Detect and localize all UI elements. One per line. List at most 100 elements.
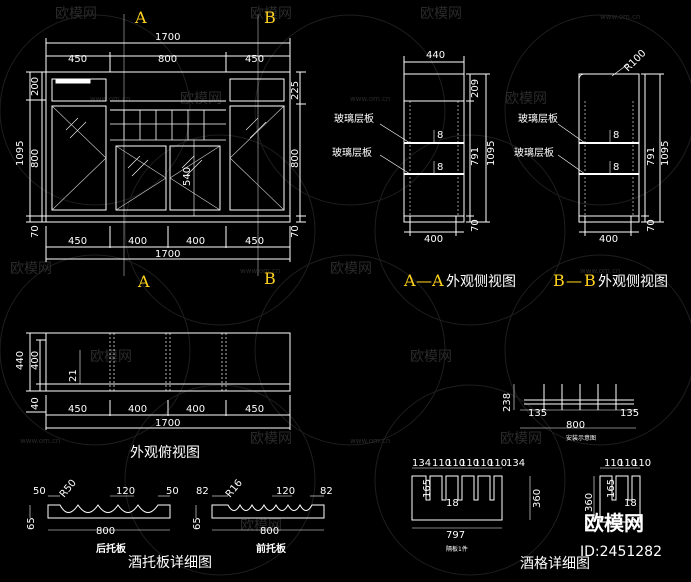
watermark-text: 欧模网 xyxy=(250,431,292,447)
dim-rack-800: 800 xyxy=(566,420,585,431)
shelf-dim-a2: 8 xyxy=(437,162,443,173)
dim-rear-50b: 50 xyxy=(166,486,179,497)
dim-right-top: 225 xyxy=(290,81,301,100)
section-b-top: B xyxy=(264,8,276,27)
dim-rack-238: 238 xyxy=(502,393,513,412)
section-b-bottom: B xyxy=(264,269,276,288)
caption-plan: 外观俯视图 xyxy=(130,445,200,461)
dim-front-120: 120 xyxy=(276,486,295,497)
section-a-bottom: A xyxy=(137,272,150,291)
dim-grid-side-165: 165 xyxy=(606,479,617,498)
watermark-url: www.om.cn xyxy=(350,437,390,445)
caption-tray: 酒托板详细图 xyxy=(128,555,212,571)
caption-a-letter2: A xyxy=(431,271,444,290)
dim-grid-top-2: 110 xyxy=(446,458,465,469)
dim-rear-120: 120 xyxy=(116,486,135,497)
dim-grid-side-1: 110 xyxy=(618,458,637,469)
shelf-dim-b1: 8 xyxy=(613,130,619,141)
dim-grid-top-6: 134 xyxy=(506,458,525,469)
dim-plan-w1: 450 xyxy=(68,404,87,415)
caption-a-dash: — xyxy=(416,271,432,290)
watermark-url: www.om.cn xyxy=(580,267,620,275)
dim-side-b-hmid: 791 xyxy=(646,147,657,166)
plan-view xyxy=(26,332,291,430)
watermark-url: www.om.cn xyxy=(600,13,640,21)
dim-grid-side-18: 18 xyxy=(624,498,637,509)
dim-side-b-radius: R100 xyxy=(622,48,648,74)
side-view-b xyxy=(557,63,664,236)
shelf-label-a2: 玻璃层板 xyxy=(332,146,372,159)
shelf-dim-b2: 8 xyxy=(613,162,619,173)
dim-rear-radius: R50 xyxy=(58,478,79,500)
watermark-layer xyxy=(0,14,691,576)
dim-rear-800: 800 xyxy=(96,526,115,537)
dim-left-top: 200 xyxy=(30,77,41,96)
dim-left-mid: 800 xyxy=(30,149,41,168)
dim-front-800: 800 xyxy=(260,526,279,537)
watermark-text: 欧模网 xyxy=(410,349,452,365)
note-rack: 安装示意图 xyxy=(566,434,596,442)
dim-side-a-htotal: 1095 xyxy=(486,141,497,166)
caption-b-letter2: B xyxy=(584,271,596,290)
label-rear-tray: 后托板 xyxy=(96,542,127,555)
brand-overlay: 欧模网 ID:2451282 xyxy=(580,511,662,560)
caption-a-letter1: A xyxy=(403,271,416,290)
watermark-text: 欧模网 xyxy=(505,91,547,107)
dim-grid-165: 165 xyxy=(422,479,433,498)
dim-bot-w4: 450 xyxy=(245,236,264,247)
shelf-label-a1: 玻璃层板 xyxy=(334,112,374,125)
dim-grid-top-5: 110 xyxy=(488,458,507,469)
dim-inner-540: 540 xyxy=(182,167,193,186)
watermark-text: 欧模网 xyxy=(250,6,292,22)
dim-side-a-bottom: 400 xyxy=(424,234,443,245)
dim-plan-total: 1700 xyxy=(155,418,180,429)
dim-top-w2: 800 xyxy=(158,54,177,65)
wine-grid-labels: 238 135 135 800 安装示意图 134 110 110 110 11… xyxy=(412,393,651,572)
dim-front-radius: R16 xyxy=(224,478,245,500)
section-a-top: A xyxy=(134,8,147,27)
tray-labels: 50 R50 120 50 800 65 后托板 82 R16 120 82 8… xyxy=(26,478,333,571)
caption-b-letter1: B xyxy=(553,271,565,290)
dim-plan-inner-21: 21 xyxy=(68,369,79,382)
caption-b-text: 外观侧视图 xyxy=(598,274,668,290)
watermark-url: www.om.cn xyxy=(350,95,390,103)
dim-side-a-top: 440 xyxy=(426,50,445,61)
dim-right-bot: 70 xyxy=(290,225,301,238)
label-front-tray: 前托板 xyxy=(256,542,287,555)
dim-plan-left-bot: 40 xyxy=(30,397,41,410)
tray-details xyxy=(29,495,325,531)
brand-logo-text: 欧模网 xyxy=(584,511,644,535)
plan-labels: 440 400 40 21 450 400 400 450 1700 外观俯视图 xyxy=(15,351,264,461)
dim-bot-w3: 400 xyxy=(186,236,205,247)
dim-grid-side-2: 110 xyxy=(632,458,651,469)
watermark-url: www.om.cn xyxy=(90,95,130,103)
dim-rear-50a: 50 xyxy=(33,486,46,497)
dim-plan-w4: 450 xyxy=(245,404,264,415)
shelf-label-b2: 玻璃层板 xyxy=(514,146,554,159)
dim-rack-135b: 135 xyxy=(620,408,639,419)
shelf-label-b1: 玻璃层板 xyxy=(518,112,558,125)
dim-grid-18: 18 xyxy=(446,498,459,509)
dim-grid-side-360: 360 xyxy=(584,493,595,512)
dim-top-w1: 450 xyxy=(68,54,87,65)
caption-grid: 酒格详细图 xyxy=(520,556,590,572)
watermark-text: 欧模网 xyxy=(10,261,52,277)
dim-grid-top-3: 110 xyxy=(460,458,479,469)
dim-grid-797: 797 xyxy=(446,530,465,541)
dim-bot-total: 1700 xyxy=(155,249,180,260)
note-grid-panel: 隔板1件 xyxy=(446,545,468,553)
shelf-dim-a1: 8 xyxy=(437,130,443,141)
side-b-labels: R100 400 1095 791 70 玻璃层板 玻璃层板 8 8 B — B… xyxy=(514,48,671,290)
dim-bot-w2: 400 xyxy=(128,236,147,247)
dim-side-a-htop: 209 xyxy=(470,79,481,98)
dim-grid-side-0: 110 xyxy=(604,458,623,469)
dim-bot-w1: 450 xyxy=(68,236,87,247)
dim-top-w3: 450 xyxy=(245,54,264,65)
watermark-text: 欧模网 xyxy=(90,349,132,365)
dim-plan-w3: 400 xyxy=(186,404,205,415)
dim-left-total: 1095 xyxy=(15,141,26,166)
dim-rear-65: 65 xyxy=(26,517,37,530)
dim-front-82b: 82 xyxy=(320,486,333,497)
